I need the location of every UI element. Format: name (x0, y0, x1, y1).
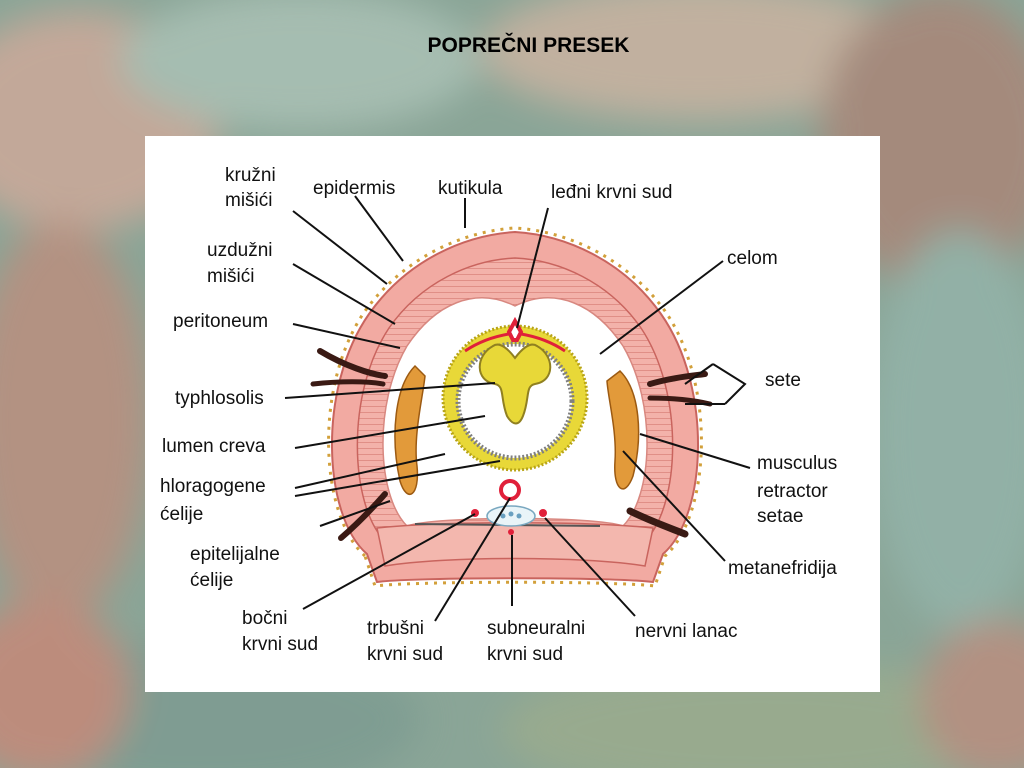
label-musculus-3: setae (757, 506, 803, 527)
label-uzduzni-1: uzdužni (207, 240, 273, 261)
label-bocni-2: krvni sud (242, 634, 318, 655)
label-trbusni-2: krvni sud (367, 644, 443, 665)
label-metanefridija: metanefridija (728, 558, 837, 579)
label-epitelijalne-1: epitelijalne (190, 544, 280, 565)
ventral-blood-vessel (499, 479, 521, 501)
label-trbusni-1: trbušni (367, 618, 424, 639)
label-subneuralni-2: krvni sud (487, 644, 563, 665)
label-kutikula: kutikula (438, 178, 503, 199)
setae-left-upper (310, 348, 388, 387)
label-musculus-2: retractor (757, 481, 828, 502)
setae-left-lower (338, 491, 388, 541)
label-uzduzni-2: mišići (207, 266, 255, 287)
label-celom: celom (727, 248, 778, 269)
label-lumen-creva: lumen creva (162, 436, 266, 457)
nerve-fiber (500, 513, 506, 519)
label-hloragogene-2: ćelije (160, 504, 203, 525)
label-kruzni-2: mišići (225, 190, 273, 211)
nerve-fiber (508, 511, 514, 517)
dorsal-branch-right (520, 332, 566, 353)
diagram-panel: kružni mišići epidermis kutikula leđni k… (145, 136, 880, 692)
label-ledni-krvni-sud: leđni krvni sud (551, 182, 672, 203)
label-kruzni-1: kružni (225, 165, 276, 186)
ventral-body-wall (376, 522, 654, 567)
label-bocni-1: bočni (242, 608, 287, 629)
label-epitelijalne-2: ćelije (190, 570, 233, 591)
dorsal-blood-vessel (506, 316, 524, 342)
lateral-blood-vessel-right (539, 509, 547, 517)
label-hloragogene-1: hloragogene (160, 476, 266, 497)
cross-section-diagram: kružni mišići epidermis kutikula leđni k… (160, 165, 837, 665)
label-epidermis: epidermis (313, 178, 395, 199)
typhlosolis (478, 343, 552, 425)
dorsal-branch-left (464, 332, 510, 353)
nephridium-left (394, 364, 426, 495)
labels: kružni mišići epidermis kutikula leđni k… (160, 165, 837, 665)
slide-title: POPREČNI PRESEK (427, 34, 630, 57)
label-peritoneum: peritoneum (173, 311, 268, 332)
nerve-fiber (516, 513, 522, 519)
label-musculus-1: musculus (757, 453, 837, 474)
label-typhlosolis: typhlosolis (175, 388, 264, 409)
label-subneuralni-1: subneuralni (487, 618, 585, 639)
label-sete: sete (765, 370, 801, 391)
leader-lines (284, 195, 751, 622)
setae-right-lower (626, 507, 689, 538)
label-nervni-lanac: nervni lanac (635, 621, 737, 642)
cuticle (327, 226, 703, 588)
subneural-blood-vessel (508, 529, 514, 535)
